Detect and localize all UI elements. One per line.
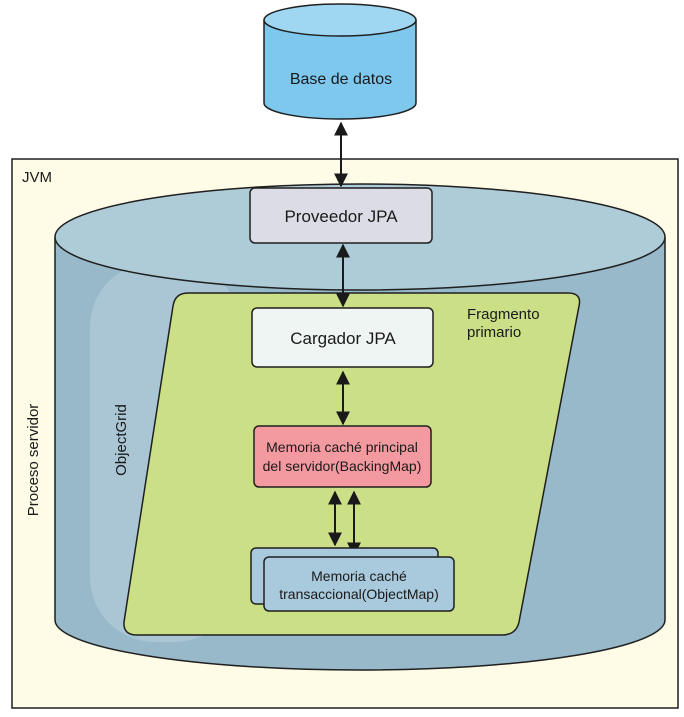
primary-shard-label-line1: Fragmento <box>467 306 540 323</box>
database-cylinder-body <box>263 20 417 120</box>
jpa-loader-box <box>251 307 434 368</box>
primary-shard-label-line2: primario <box>467 324 521 341</box>
jpa-loader-label: Cargador JPA <box>290 329 396 348</box>
backing-map-label-line1: Memoria caché principal <box>266 439 418 455</box>
object-map-box-front <box>263 556 455 612</box>
database-cylinder <box>263 3 417 120</box>
objectgrid-label: ObjectGrid <box>113 404 130 476</box>
server-process-label: Proceso servidor <box>25 404 42 517</box>
database-cylinder-top <box>263 3 417 37</box>
backing-map-label-line2: del servidor(BackingMap) <box>263 458 422 474</box>
jpa-provider-label: Proveedor JPA <box>284 207 398 226</box>
database-label: Base de datos <box>290 71 392 88</box>
backing-map-box <box>253 425 432 488</box>
jpa-provider-box <box>249 187 433 244</box>
jvm-label: JVM <box>22 169 52 186</box>
object-map-label-line2: transaccional(ObjectMap) <box>279 586 439 602</box>
object-map-label-line1: Memoria caché <box>311 568 407 584</box>
